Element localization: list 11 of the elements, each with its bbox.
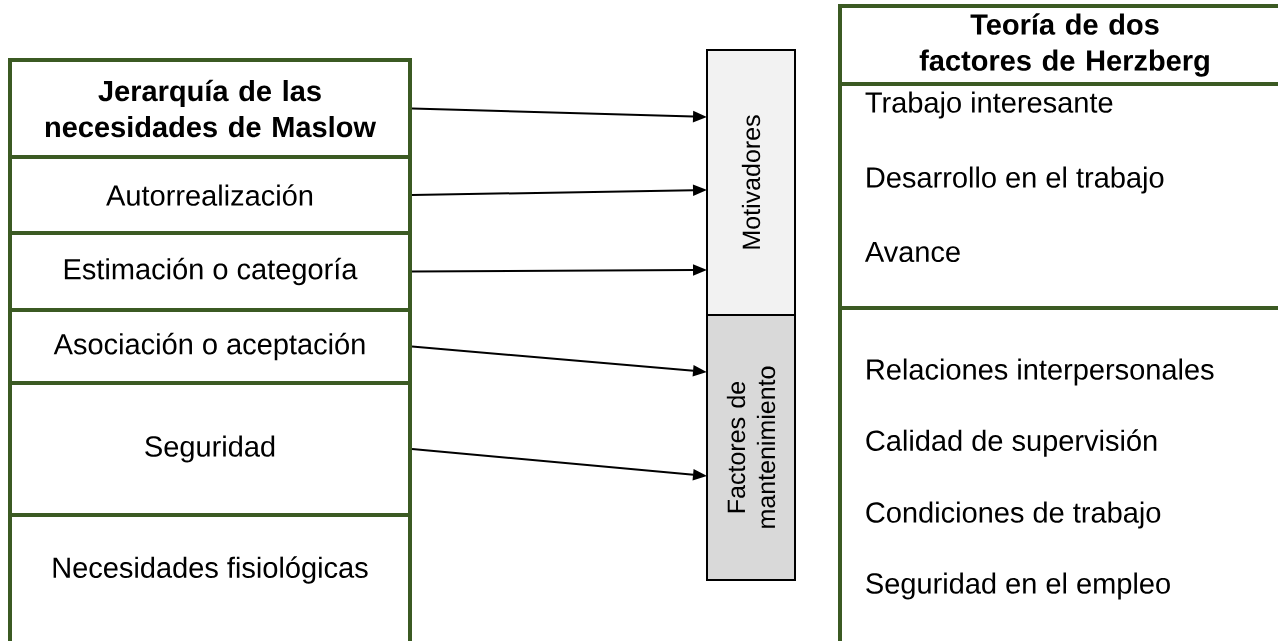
table-cell: Estimación o categoría <box>8 231 412 312</box>
category-bar: Factores de mantenimiento <box>706 314 796 581</box>
table-cell: Asociación o aceptación <box>8 308 412 385</box>
category-bar: Motivadores <box>706 49 796 316</box>
table-cell: Seguridad <box>8 381 412 517</box>
header-cell: Jerarquía de las necesidades de Maslow <box>8 58 412 159</box>
table-cell: Autorrealización <box>8 155 412 235</box>
factor-list-panel: Relaciones interpersonales Calidad de supervisión Condiciones de trabajo Seguridad en el empleo <box>838 306 1278 641</box>
factor-list-panel: Trabajo interesante Desarrollo en el trabajo Avance <box>838 82 1278 310</box>
header-cell: Teoría de dos factores de Herzberg <box>838 4 1278 86</box>
table-cell: Necesidades fisiológicas <box>8 513 412 641</box>
